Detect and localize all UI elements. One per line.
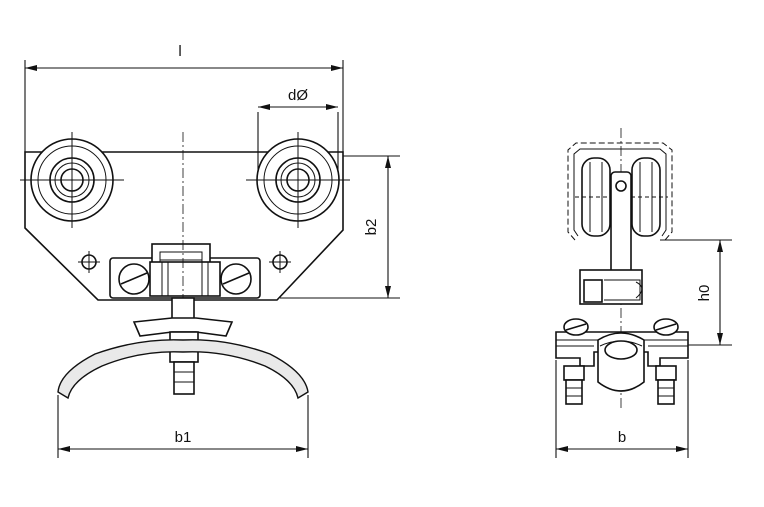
dim-label-d: dØ xyxy=(288,87,308,104)
side-bolt-left xyxy=(563,365,585,405)
stem xyxy=(171,297,195,321)
dim-label-b2: b2 xyxy=(363,219,380,236)
dim-label-h0: h0 xyxy=(696,285,713,302)
wheel-left xyxy=(20,132,124,228)
dimension-d: dØ xyxy=(257,87,339,172)
side-bolt-right xyxy=(655,365,677,405)
dim-label-b1: b1 xyxy=(175,429,192,446)
mounting-hole-left xyxy=(78,251,100,273)
dim-label-l: l xyxy=(178,43,181,60)
front-view xyxy=(20,132,350,400)
wheel-right xyxy=(246,132,350,228)
dimension-b: b xyxy=(555,360,689,458)
side-view xyxy=(555,128,689,410)
collector-shoe xyxy=(57,339,309,400)
side-screw-right xyxy=(653,318,679,336)
clamp-screw-left xyxy=(118,263,150,295)
dim-label-b: b xyxy=(618,429,626,446)
clamp-screw-right xyxy=(220,263,252,295)
rail-profile xyxy=(567,142,673,241)
dimension-l: l xyxy=(24,43,344,152)
clamp-top-block xyxy=(151,243,211,265)
dimension-b1: b1 xyxy=(57,395,309,458)
side-screw-left xyxy=(563,318,589,336)
dimension-h0: h0 xyxy=(660,239,732,346)
dimension-b2: b2 xyxy=(280,155,400,299)
mounting-hole-right xyxy=(269,251,291,273)
wing-nut xyxy=(132,317,234,337)
